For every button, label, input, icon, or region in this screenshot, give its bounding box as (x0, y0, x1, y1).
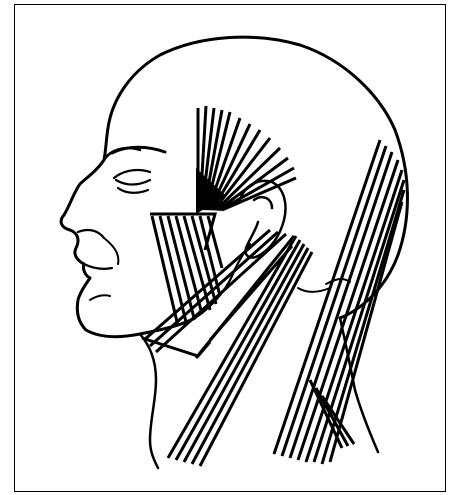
mouth (84, 264, 112, 269)
posterior-neck-muscles (274, 140, 404, 464)
eye (114, 170, 150, 193)
throat-outline (140, 334, 158, 468)
masseter-muscle (150, 214, 222, 326)
cheek-fold (104, 238, 118, 264)
nostril (78, 230, 104, 238)
chin-line (90, 295, 110, 300)
